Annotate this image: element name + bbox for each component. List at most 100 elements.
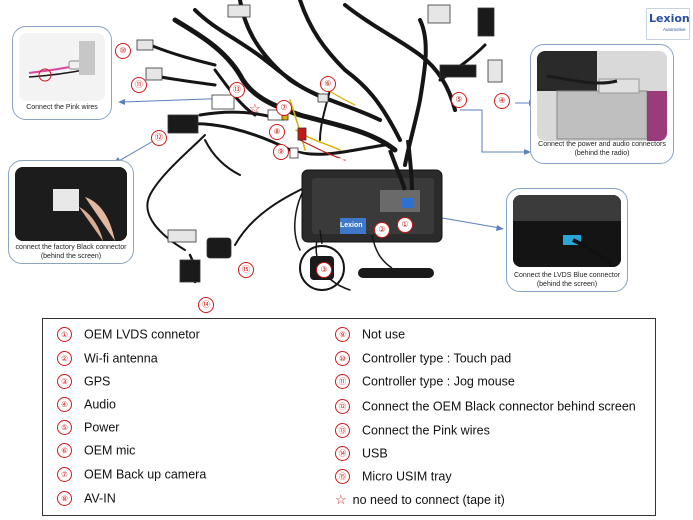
- legend-text: OEM mic: [84, 443, 136, 458]
- legend-text: Wi-fi antenna: [84, 351, 158, 366]
- marker-7: ⑦: [276, 100, 292, 116]
- marker-12: ⑫: [151, 130, 167, 146]
- legend-text: Connect the Pink wires: [362, 423, 490, 438]
- legend-num: ⑪: [335, 374, 350, 390]
- logo-tagline: Automotive: [663, 27, 686, 32]
- pointer-black: [116, 139, 156, 163]
- legend-text: OEM Back up camera: [84, 467, 207, 482]
- marker-5: ⑤: [451, 92, 467, 108]
- legend-num: ⑩: [335, 351, 350, 367]
- photo-radio-back-drawing: [537, 51, 667, 141]
- legend-num: ⑮: [335, 469, 350, 485]
- unit-label: Lexion: [340, 222, 363, 229]
- legend-text: Audio: [84, 397, 116, 412]
- legend-item: ⑪ Controller type : Jog mouse: [335, 374, 515, 390]
- legend-num: ①: [57, 327, 72, 343]
- legend-num: ⑫: [335, 399, 350, 415]
- logo-brand: Lexion: [649, 12, 690, 25]
- callout-black-connector: connect the factory Black connector (beh…: [8, 160, 134, 264]
- legend-item: ⑥ OEM mic: [57, 443, 136, 459]
- legend-item: ⑤ Power: [57, 420, 120, 436]
- legend-num: ⑬: [335, 423, 350, 439]
- legend-item: ⑬ Connect the Pink wires: [335, 423, 490, 439]
- legend-num: ⑧: [57, 491, 72, 507]
- callout-black-caption: connect the factory Black connector (beh…: [15, 244, 127, 260]
- photo-black-connector-drawing: [15, 167, 127, 241]
- legend-text: Controller type : Jog mouse: [362, 374, 515, 389]
- connector-jog: [145, 67, 163, 81]
- legend-item: ③ GPS: [57, 374, 111, 390]
- marker-14: ⑭: [198, 297, 214, 313]
- connector-pink: [211, 94, 235, 110]
- legend-item: ⑧ AV-IN: [57, 491, 116, 507]
- photo-pink-wires-drawing: [19, 33, 105, 101]
- marker-1: ①: [397, 217, 413, 233]
- legend-item: ⑩ Controller type : Touch pad: [335, 351, 512, 367]
- marker-3: ③: [316, 262, 332, 278]
- wifi-antenna: [358, 234, 434, 278]
- callout-lvds-blue: Connect the LVDS Blue connector (behind …: [506, 188, 628, 292]
- legend-item: ⑨ Not use: [335, 327, 406, 343]
- legend-num: ☆: [335, 492, 347, 507]
- photo-radio-back: [537, 51, 667, 141]
- legend-text: OEM LVDS connetor: [84, 327, 200, 342]
- marker-6: ⑥: [320, 76, 336, 92]
- connector-usb-plug: [167, 229, 197, 243]
- marker-13: ⑬: [229, 82, 245, 98]
- lvds-port: [402, 198, 414, 208]
- photo-pink-wires: [19, 33, 105, 101]
- legend-num: ⑦: [57, 467, 72, 483]
- legend-item: ⑮ Micro USIM tray: [335, 469, 452, 485]
- callout-pink-caption: Connect the Pink wires: [26, 104, 98, 111]
- legend-box: ① OEM LVDS connetor ② Wi-fi antenna ③ GPS ④ Aud…: [42, 318, 656, 516]
- callout-power-audio-caption: Connect the power and audio connectors (…: [538, 141, 666, 157]
- usb-port: [179, 259, 201, 283]
- marker-star: ☆: [249, 101, 261, 116]
- connector-power: [439, 64, 477, 78]
- legend-text: Connect the OEM Black connector behind s…: [362, 399, 636, 414]
- connector-audio: [487, 59, 503, 83]
- legend-text: USB: [362, 446, 388, 461]
- connector-touchpad: [136, 39, 154, 51]
- callout-pink-wires: Connect the Pink wires: [12, 26, 112, 120]
- legend-num: ②: [57, 351, 72, 367]
- connector-top: [427, 4, 451, 24]
- legend-item: ④ Audio: [57, 397, 116, 413]
- marker-9: ⑨: [273, 144, 289, 160]
- legend-item: ② Wi-fi antenna: [57, 351, 158, 367]
- marker-4: ④: [494, 93, 510, 109]
- photo-black-connector: [15, 167, 127, 241]
- lexion-logo: Lexion Automotive: [646, 8, 690, 40]
- callout-lvds-caption: Connect the LVDS Blue connector (behind …: [513, 272, 621, 288]
- legend-text: Controller type : Touch pad: [362, 351, 512, 366]
- legend-item: ⑭ USB: [335, 446, 388, 462]
- legend-item: ① OEM LVDS connetor: [57, 327, 200, 343]
- legend-item: ⑦ OEM Back up camera: [57, 467, 207, 483]
- connector-black-top: [477, 7, 495, 37]
- marker-2: ②: [374, 222, 390, 238]
- legend-text: AV-IN: [84, 491, 116, 506]
- connector-black: [167, 114, 199, 134]
- legend-num: ④: [57, 397, 72, 413]
- legend-num: ⑤: [57, 420, 72, 436]
- callout-power-audio: Connect the power and audio connectors (…: [530, 44, 674, 164]
- marker-11: ⑪: [131, 77, 147, 93]
- legend-item: ⑫ Connect the OEM Black connector behind …: [335, 399, 636, 415]
- legend-text: GPS: [84, 374, 111, 389]
- marker-10: ⑩: [115, 43, 131, 59]
- marker-8: ⑧: [269, 124, 285, 140]
- legend-num: ⑥: [57, 443, 72, 459]
- legend-item: ☆ no need to connect (tape it): [335, 492, 505, 508]
- legend-num: ⑨: [335, 327, 350, 343]
- legend-text: Not use: [362, 327, 406, 342]
- marker-15: ⑮: [238, 262, 254, 278]
- legend-text: Power: [84, 420, 120, 435]
- photo-lvds-blue: [513, 195, 621, 267]
- legend-num: ⑭: [335, 446, 350, 462]
- legend-text: no need to connect (tape it): [352, 493, 505, 507]
- photo-lvds-blue-drawing: [513, 195, 621, 267]
- legend-text: Micro USIM tray: [362, 469, 452, 484]
- usim-tray: [206, 237, 232, 259]
- legend-num: ③: [57, 374, 72, 390]
